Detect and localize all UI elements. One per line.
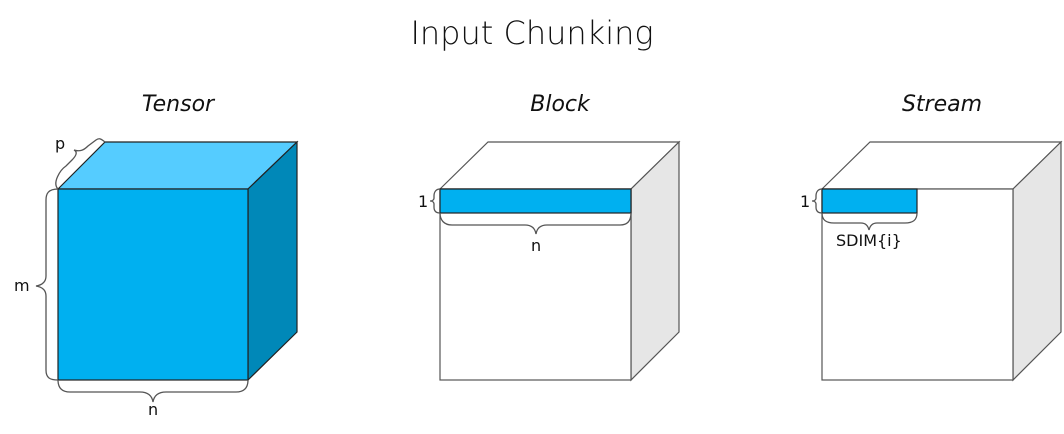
diagram-title: Input Chunking [410,14,654,52]
stream-heading: Stream [901,92,983,117]
stream-strip [821,188,918,214]
block-braces [429,188,632,235]
stream-height-label: 1 [800,192,811,211]
tensor-width-label: n [148,400,159,419]
tensor-cube [56,140,299,382]
tensor-braces [35,138,249,403]
tensor-depth-label: p [55,134,66,153]
stream-width-label: SDIM{i} [836,231,902,250]
tensor-heading: Tensor [141,92,215,117]
stream-braces [811,188,918,231]
block-cube [438,140,681,382]
block-heading: Block [530,92,590,117]
block-width-label: n [531,236,542,255]
block-strip [439,188,632,214]
tensor-height-label: m [14,276,30,295]
stream-cube [820,140,1063,382]
block-height-label: 1 [418,192,429,211]
